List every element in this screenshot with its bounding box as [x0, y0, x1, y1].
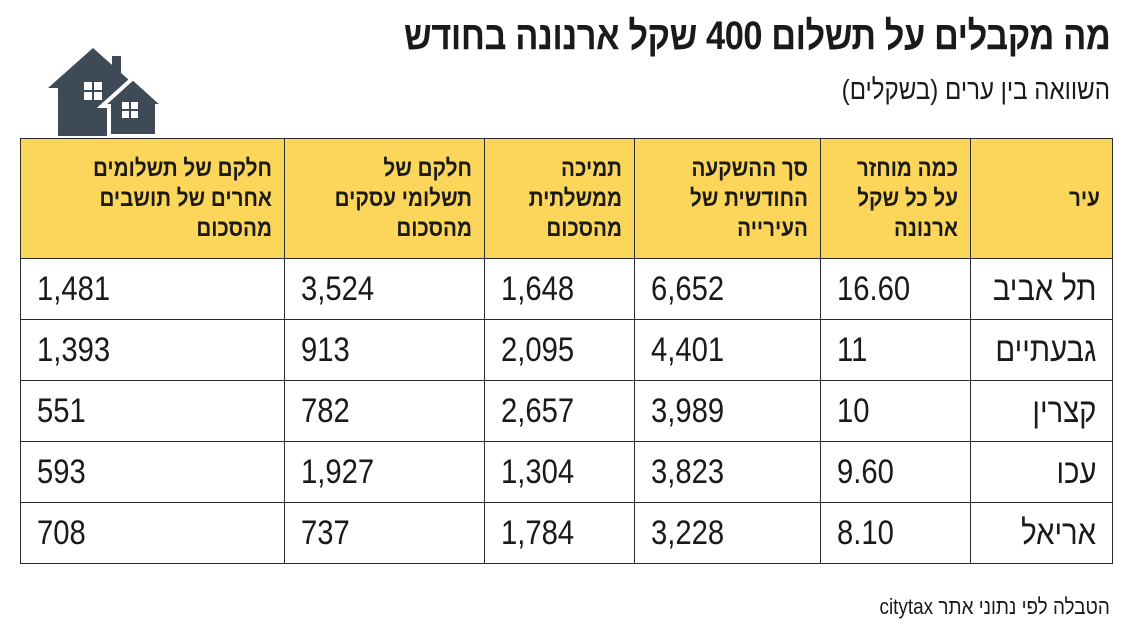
cell-text: 913 — [301, 330, 350, 369]
cell-text: 1,784 — [501, 513, 575, 552]
data-table: עיר כמה מוחזר על כל שקל ארנונה סך ההשקעה ה… — [20, 138, 1113, 564]
value-cell: 3,823 — [634, 441, 821, 503]
table-body: תל אביב 16.60 6,652 1,648 3,524 1,481 גבעתיים 1… — [20, 258, 1113, 564]
source-note: הטבלה לפי נתוני אתר citytax — [879, 594, 1110, 619]
value-cell: 1,481 — [20, 258, 285, 320]
cell-text: 11 — [837, 330, 868, 369]
value-cell: 1,393 — [20, 319, 285, 381]
value-cell: 2,095 — [484, 319, 635, 381]
column-header: חלקם של תשלומי עסקים מהסכום — [284, 138, 485, 259]
city-cell: תל אביב — [970, 258, 1113, 320]
column-header-label: עיר — [1069, 184, 1100, 212]
value-cell: 1,648 — [484, 258, 635, 320]
column-header-label: כמה מוחזר על כל שקל ארנונה — [856, 154, 958, 242]
column-header: סך ההשקעה החודשית של העירייה — [634, 138, 821, 259]
chart-title: מה מקבלים על תשלום 400 שקל ארנונה בחודש — [403, 14, 1111, 58]
value-cell: 16.60 — [820, 258, 971, 320]
cell-text: 593 — [37, 452, 86, 491]
value-cell: 1,304 — [484, 441, 635, 503]
cell-text: 9.60 — [837, 452, 894, 491]
cell-text: תל אביב — [992, 269, 1096, 308]
table-header-row: עיר כמה מוחזר על כל שקל ארנונה סך ההשקעה ה… — [20, 138, 1113, 259]
cell-text: 2,657 — [501, 391, 575, 430]
column-header: כמה מוחזר על כל שקל ארנונה — [820, 138, 971, 259]
table-row: עכו 9.60 3,823 1,304 1,927 593 — [20, 441, 1113, 503]
table-row: תל אביב 16.60 6,652 1,648 3,524 1,481 — [20, 258, 1113, 320]
column-header-label: תמיכה ממשלתית מהסכום — [528, 154, 622, 242]
cell-text: 1,304 — [501, 452, 575, 491]
cell-text: 782 — [301, 391, 350, 430]
table-row: קצרין 10 3,989 2,657 782 551 — [20, 380, 1113, 442]
value-cell: 9.60 — [820, 441, 971, 503]
value-cell: 2,657 — [484, 380, 635, 442]
cell-text: אריאל — [1021, 513, 1096, 552]
cell-text: 1,481 — [37, 269, 111, 308]
cell-text: 2,095 — [501, 330, 575, 369]
houses-icon — [48, 48, 166, 136]
value-cell: 3,989 — [634, 380, 821, 442]
value-cell: 737 — [284, 502, 485, 564]
cell-text: 1,393 — [37, 330, 111, 369]
value-cell: 10 — [820, 380, 971, 442]
value-cell: 3,524 — [284, 258, 485, 320]
cell-text: 8.10 — [837, 513, 894, 552]
cell-text: 3,989 — [651, 391, 725, 430]
cell-text: 1,648 — [501, 269, 575, 308]
city-cell: עכו — [970, 441, 1113, 503]
cell-text: 551 — [37, 391, 86, 430]
cell-text: 708 — [37, 513, 86, 552]
chart-subtitle: השוואה בין ערים (בשקלים) — [841, 74, 1110, 105]
value-cell: 6,652 — [634, 258, 821, 320]
value-cell: 913 — [284, 319, 485, 381]
cell-text: 3,823 — [651, 452, 725, 491]
cell-text: גבעתיים — [995, 330, 1096, 369]
cell-text: 16.60 — [837, 269, 911, 308]
value-cell: 1,927 — [284, 441, 485, 503]
cell-text: 6,652 — [651, 269, 725, 308]
value-cell: 708 — [20, 502, 285, 564]
value-cell: 4,401 — [634, 319, 821, 381]
column-header: חלקם של תשלומים אחרים של תושבים מהסכום — [20, 138, 285, 259]
column-header-label: סך ההשקעה החודשית של העירייה — [689, 154, 808, 242]
value-cell: 782 — [284, 380, 485, 442]
city-cell: גבעתיים — [970, 319, 1113, 381]
cell-text: 3,228 — [651, 513, 725, 552]
column-header: עיר — [970, 138, 1113, 259]
value-cell: 1,784 — [484, 502, 635, 564]
column-header: תמיכה ממשלתית מהסכום — [484, 138, 635, 259]
value-cell: 3,228 — [634, 502, 821, 564]
cell-text: 1,927 — [301, 452, 375, 491]
table-row: אריאל 8.10 3,228 1,784 737 708 — [20, 502, 1113, 564]
value-cell: 551 — [20, 380, 285, 442]
column-header-label: חלקם של תשלומים אחרים של תושבים מהסכום — [92, 154, 272, 242]
city-cell: אריאל — [970, 502, 1113, 564]
table-row: גבעתיים 11 4,401 2,095 913 1,393 — [20, 319, 1113, 381]
column-header-label: חלקם של תשלומי עסקים מהסכום — [334, 154, 472, 242]
cell-text: עכו — [1056, 452, 1096, 491]
cell-text: קצרין — [1031, 391, 1096, 430]
cell-text: 737 — [301, 513, 350, 552]
cell-text: 3,524 — [301, 269, 375, 308]
value-cell: 593 — [20, 441, 285, 503]
cell-text: 4,401 — [651, 330, 725, 369]
cell-text: 10 — [837, 391, 870, 430]
city-cell: קצרין — [970, 380, 1113, 442]
value-cell: 8.10 — [820, 502, 971, 564]
value-cell: 11 — [820, 319, 971, 381]
